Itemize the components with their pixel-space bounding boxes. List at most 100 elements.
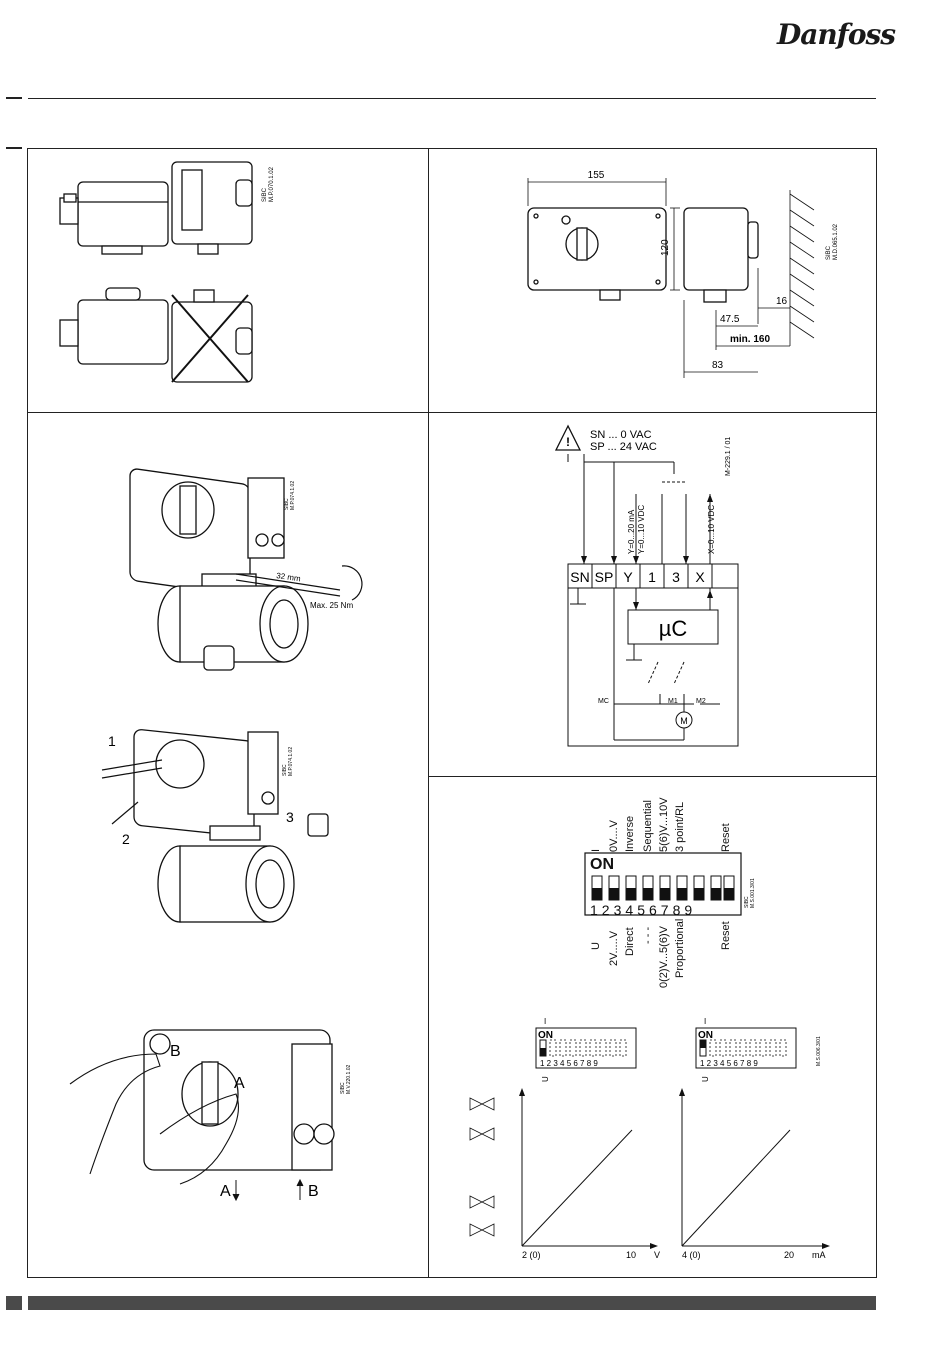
dim-83: 83 bbox=[712, 360, 724, 371]
right-switch-u: U bbox=[701, 1076, 710, 1082]
left-switch-top: I bbox=[544, 1017, 546, 1026]
hand-icon bbox=[69, 1053, 239, 1185]
dip-switch-block bbox=[584, 852, 742, 916]
orient-ref: M.P.070.1.02 bbox=[269, 166, 275, 202]
manual-label-b: B bbox=[170, 1043, 181, 1060]
warning-icon bbox=[554, 424, 582, 451]
frame-divider-horizontal-1 bbox=[27, 412, 876, 413]
panel-characteristic: I ON 1 2 3 4 5 6 7 8 9 U I ON 1 2 3 4 5 … bbox=[469, 1017, 830, 1260]
mount-actuator-top bbox=[129, 468, 285, 597]
left-x-end: 10 bbox=[626, 1250, 636, 1260]
dip-number: 3 bbox=[613, 902, 622, 918]
panel-orientation: SIBC M.P.070.1.02 bbox=[59, 161, 275, 383]
dip-top-3: Inverse bbox=[624, 815, 636, 852]
wiring-x-label: X=0...10 VDC bbox=[707, 505, 716, 554]
right-x-unit: mA bbox=[812, 1250, 826, 1260]
panel-mounting: 32 mm Max. 25 Nm SIBC M.P.074.1.02 1 2 3… bbox=[69, 468, 363, 1202]
panel-dip-switch: I 0V....V Inverse Sequential 5(6)V...10V… bbox=[430, 778, 875, 1008]
dip-numbers: 1 2 3 4 5 6 7 8 9 bbox=[590, 902, 692, 918]
wiring-lines bbox=[567, 454, 739, 747]
wiring-y-label2: Y=0...10 VDC bbox=[637, 505, 646, 554]
frame-divider-horizontal-2 bbox=[429, 776, 876, 777]
panel-dimensions: SIBC M.D.065.1.02 155 120 16 47.5 min. 1… bbox=[527, 170, 839, 378]
dip-bottom-2: 2V.....V bbox=[608, 930, 620, 966]
wiring-mc: MC bbox=[598, 698, 609, 705]
dip-number: 8 bbox=[672, 902, 681, 918]
torque-max: Max. 25 Nm bbox=[310, 601, 353, 610]
panel-wiring: ! SN ... 0 VAC SP ... 24 VAC M-229.1 / 0… bbox=[554, 424, 739, 747]
header-rule bbox=[28, 98, 876, 99]
margin-mark-top bbox=[6, 97, 22, 99]
dip-bottom-5: 0(2)V...5(6)V bbox=[658, 926, 670, 988]
figure-frame bbox=[27, 148, 877, 1278]
dip-top-5: 5(6)V...10V bbox=[658, 797, 670, 852]
dip-number: 7 bbox=[660, 902, 669, 918]
right-x-start: 4 (0) bbox=[682, 1250, 701, 1260]
dim-47-5: 47.5 bbox=[720, 314, 740, 325]
actuator-side-upper bbox=[59, 181, 169, 255]
screwdriver-icon bbox=[101, 759, 163, 825]
dim-sibc: SIBC bbox=[826, 245, 832, 260]
dim-ref: M.D.065.1.02 bbox=[833, 223, 839, 260]
mini-switch-left-dashes bbox=[549, 1039, 627, 1057]
terminal-x: X bbox=[695, 569, 705, 585]
mini-switch-left-pos bbox=[540, 1048, 546, 1056]
margin-mark-frame bbox=[6, 147, 22, 149]
wrench-icon bbox=[235, 565, 363, 601]
direction-arrows bbox=[232, 1178, 304, 1202]
dip-bottom-9: Reset bbox=[720, 921, 732, 950]
mount-valve-middle bbox=[157, 825, 295, 923]
manual-ref: M.V.220.1.02 bbox=[346, 1064, 352, 1094]
mini-switch-right-dashes bbox=[709, 1039, 787, 1057]
manual-sibc: SIBC bbox=[340, 1082, 346, 1094]
dim-side-view bbox=[683, 207, 759, 303]
mini-switch-right-pos bbox=[700, 1040, 706, 1048]
dip-bottom-4: - - - bbox=[642, 926, 654, 944]
valve-symbols bbox=[469, 1097, 495, 1237]
left-switch-u: U bbox=[541, 1076, 550, 1082]
manual-label-a: A bbox=[234, 1075, 245, 1092]
dip-bottom-1: U bbox=[590, 942, 602, 950]
dip-top-6: 3 point/RL bbox=[674, 801, 686, 852]
mount-ref: M.P.074.1.02 bbox=[290, 481, 296, 510]
svg-text:M.S.001.3/01: M.S.001.3/01 bbox=[750, 878, 756, 908]
wiring-m2: M2 bbox=[696, 698, 706, 705]
right-switch-nums: 1 2 3 4 5 6 7 8 9 bbox=[700, 1059, 758, 1068]
manual-dir-a: A bbox=[220, 1183, 231, 1200]
mount-sibc-2: SIBC bbox=[282, 764, 288, 776]
microcontroller-label: µC bbox=[659, 616, 688, 641]
terminal-sn: SN bbox=[570, 569, 589, 585]
frame-divider-vertical bbox=[428, 148, 429, 1277]
mount-sibc: SIBC bbox=[284, 498, 290, 510]
wiring-y-label1: Y=0...20 mA bbox=[627, 509, 636, 554]
dip-codes: SIBC M.S.001.3/01 bbox=[744, 878, 756, 908]
wiring-m1: M1 bbox=[668, 698, 678, 705]
warning-exclaim: ! bbox=[566, 435, 570, 449]
step-1: 1 bbox=[108, 733, 116, 749]
right-switch-on: ON bbox=[698, 1030, 713, 1041]
graph-ref: M.S.006.3/01 bbox=[816, 1036, 822, 1066]
left-graph-arrows bbox=[519, 1088, 658, 1249]
wiring-ref: M-229.1 / 01 bbox=[725, 437, 732, 476]
dim-width: 155 bbox=[588, 170, 605, 181]
torque-distance: 32 mm bbox=[276, 571, 302, 583]
left-graph bbox=[521, 1090, 656, 1247]
terminal-y: Y bbox=[623, 569, 633, 585]
dip-number: 1 bbox=[590, 902, 598, 918]
left-x-start: 2 (0) bbox=[522, 1250, 541, 1260]
footer-marker bbox=[6, 1296, 22, 1310]
manual-dir-b: B bbox=[308, 1183, 319, 1200]
mount-ref-2: M.P.074.1.02 bbox=[288, 747, 294, 776]
dip-number: 4 bbox=[625, 902, 634, 918]
actuator-side-lower bbox=[59, 287, 169, 365]
dim-16: 16 bbox=[776, 296, 788, 307]
orient-sibc: SIBC bbox=[262, 187, 268, 202]
dip-number: 2 bbox=[601, 902, 610, 918]
footer-bar bbox=[28, 1296, 876, 1310]
terminal-3: 3 bbox=[672, 569, 680, 585]
right-x-end: 20 bbox=[784, 1250, 794, 1260]
dip-bottom-3: Direct bbox=[624, 927, 636, 956]
left-x-unit: V bbox=[654, 1250, 660, 1260]
wall-hatch bbox=[789, 190, 815, 346]
svg-text:SIBC: SIBC bbox=[744, 896, 750, 908]
